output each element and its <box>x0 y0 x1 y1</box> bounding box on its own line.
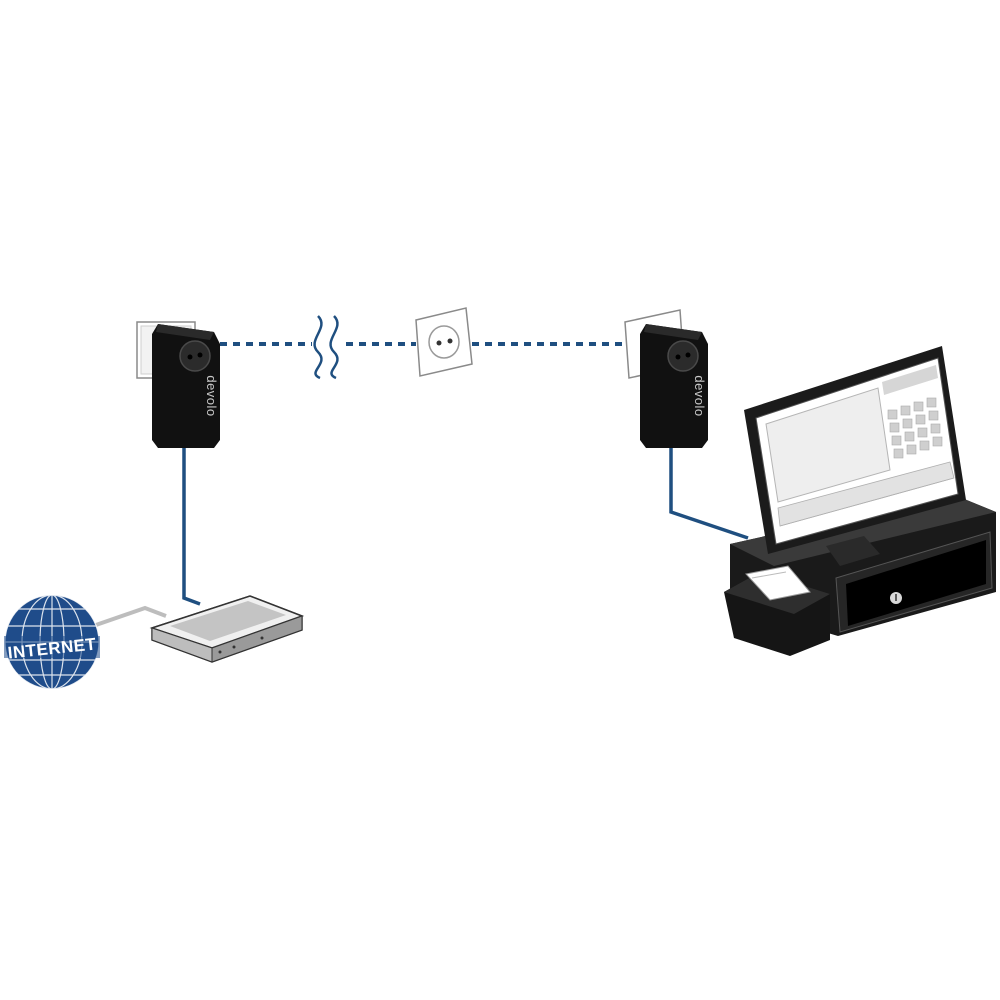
ethernet-cable-pos <box>669 446 749 540</box>
globe-icon: INTERNET <box>4 594 100 690</box>
ethernet-cable-router <box>182 446 201 606</box>
dsl-cable <box>92 605 167 628</box>
powerline-adapter-left: devolo <box>136 321 220 448</box>
powerline-adapter-right: devolo <box>624 309 708 448</box>
router-icon <box>149 595 305 663</box>
adapter-brand-left: devolo <box>204 375 219 416</box>
screen-keypad <box>887 397 943 459</box>
adapter-brand-right: devolo <box>692 375 707 416</box>
wall-socket-icon <box>415 307 473 377</box>
distance-break-icon <box>313 315 339 380</box>
pos-terminal-icon <box>724 346 996 656</box>
connections <box>92 342 749 628</box>
receipt-printer-icon <box>724 565 830 656</box>
